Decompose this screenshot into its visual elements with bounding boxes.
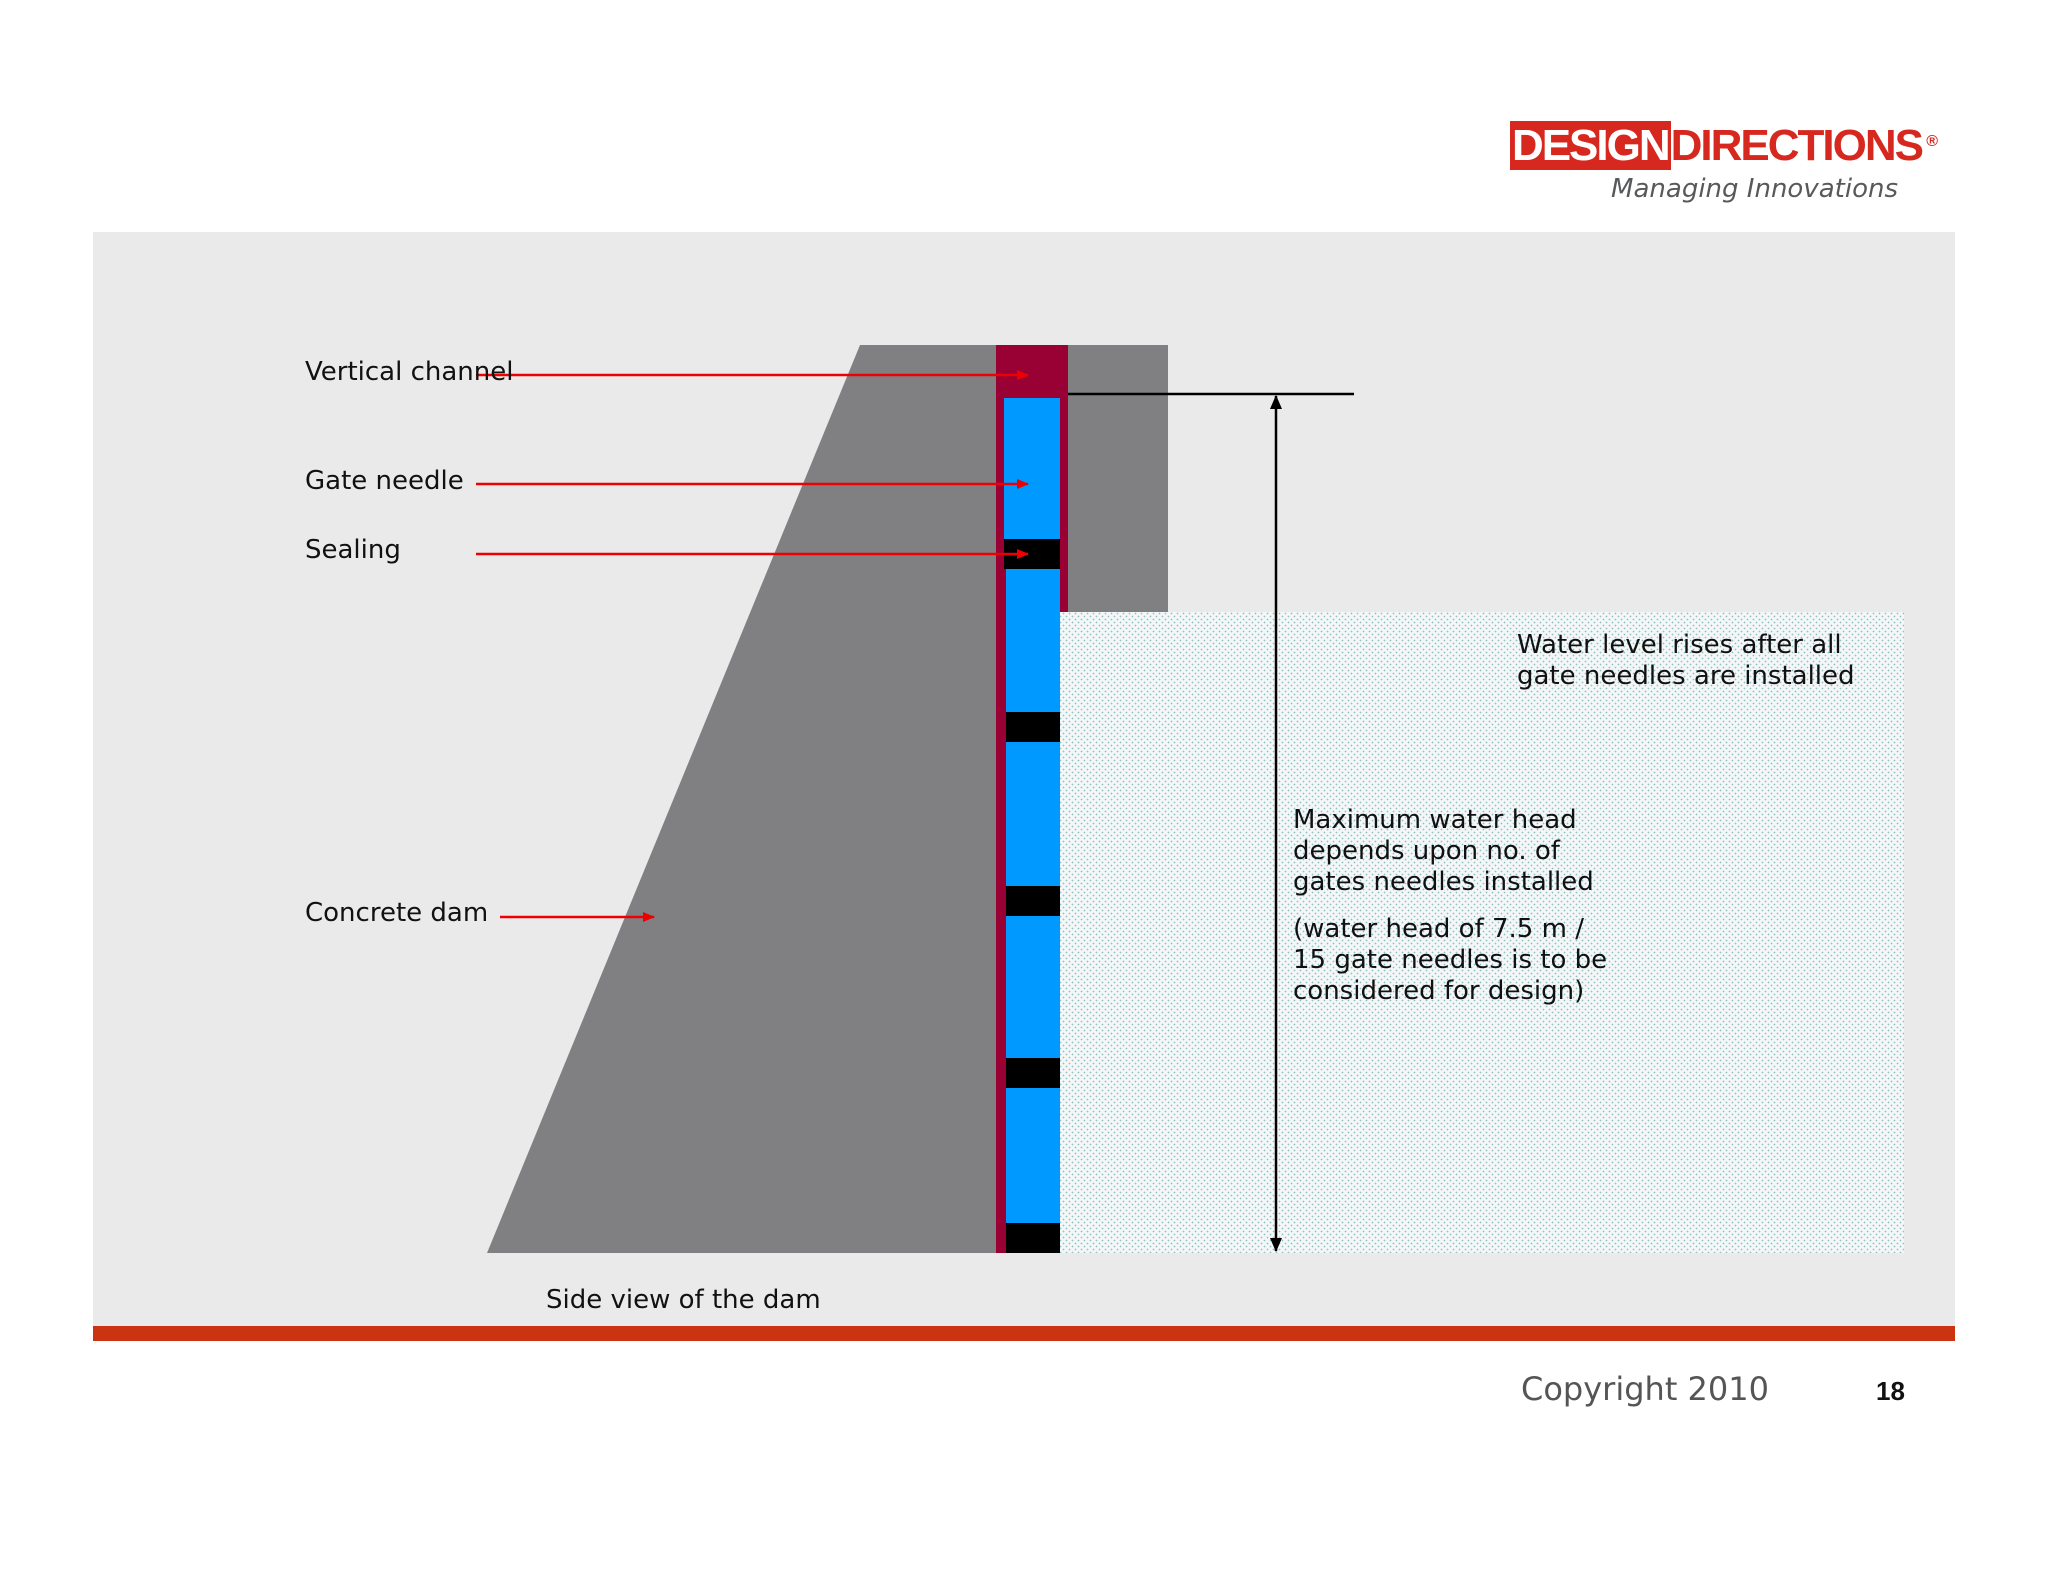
- gate-needle: [1006, 1088, 1060, 1223]
- gate-needle: [1006, 742, 1060, 886]
- logo-text: DIRECTIONS: [1670, 121, 1924, 170]
- company-logo: DESIGNDIRECTIONS ® Managing Innovations: [1509, 120, 1938, 204]
- footer-divider-bar: [93, 1326, 1955, 1341]
- vertical-channel-lower: [996, 612, 1006, 1253]
- sealing-strip: [1006, 1223, 1060, 1253]
- sealing-strip: [1006, 1058, 1060, 1088]
- sealing-strip: [1006, 886, 1060, 916]
- concrete-dam-shape: [487, 345, 996, 1253]
- gate-needle-label: Gate needle: [305, 466, 464, 496]
- concrete-top-block: [1068, 345, 1168, 612]
- water-level-note: Water level rises after all gate needles…: [1517, 630, 1855, 691]
- water-body: [1058, 612, 1904, 1253]
- copyright-text: Copyright 2010: [1521, 1370, 1769, 1408]
- sealing-label: Sealing: [305, 535, 401, 565]
- logo-boxed-text: DESIGN: [1509, 121, 1671, 170]
- gate-needle: [1006, 916, 1060, 1058]
- gate-needle: [1006, 569, 1060, 712]
- logo-tagline: Managing Innovations: [1611, 174, 1898, 204]
- concrete-dam-label: Concrete dam: [305, 898, 489, 928]
- diagram-caption: Side view of the dam: [546, 1285, 821, 1315]
- registered-mark: ®: [1926, 133, 1938, 150]
- max-water-head-note: Maximum water head depends upon no. of g…: [1293, 805, 1594, 897]
- logo-wordmark: DESIGNDIRECTIONS ®: [1509, 120, 1938, 172]
- sealing-strip: [1006, 712, 1060, 742]
- design-note: (water head of 7.5 m / 15 gate needles i…: [1293, 914, 1608, 1006]
- gate-needle: [1004, 398, 1060, 539]
- page-number: 18: [1876, 1376, 1905, 1406]
- vertical-channel-label: Vertical channel: [305, 357, 514, 387]
